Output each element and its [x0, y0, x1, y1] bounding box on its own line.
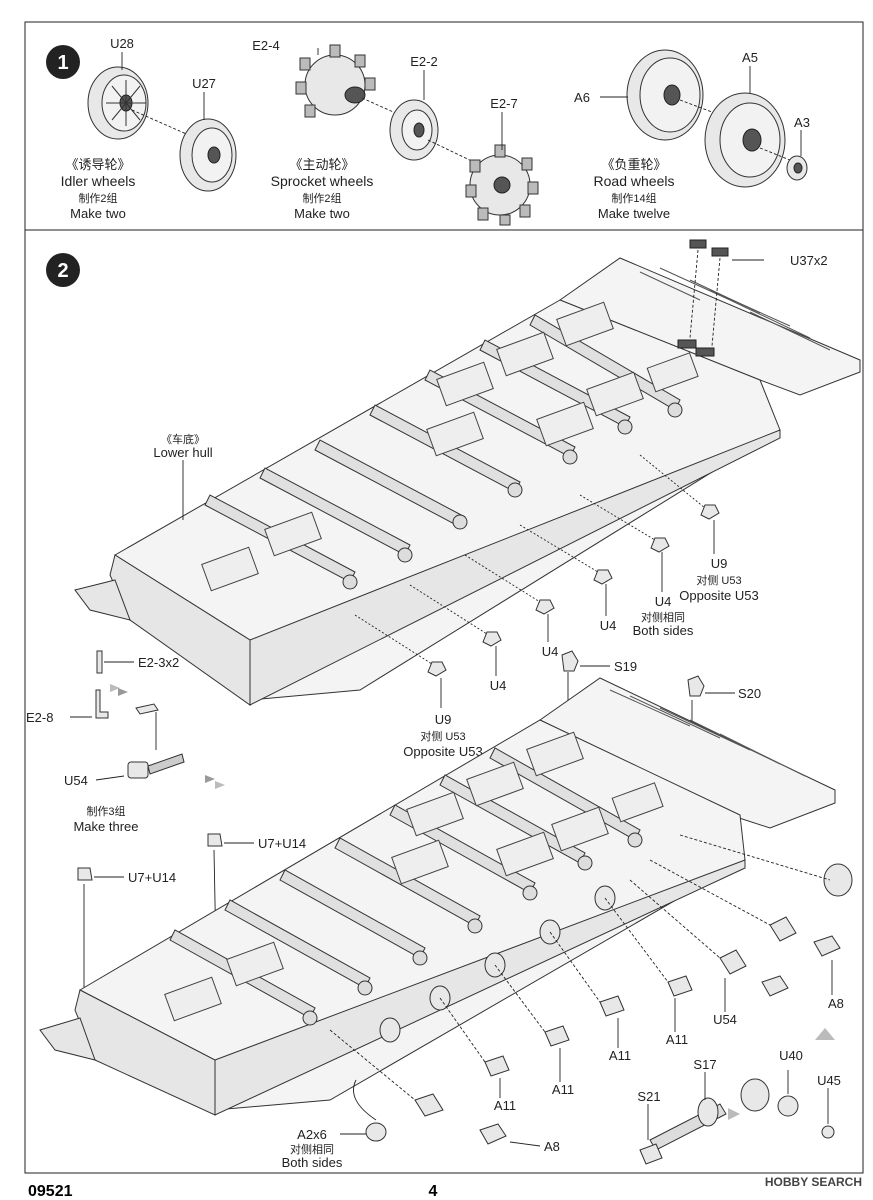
label-u28: U28 [110, 36, 134, 51]
lower-hull-title-zh: 《车底》 [161, 432, 205, 446]
road-title-zh: 《负重轮》 [601, 157, 666, 172]
u54-subassembly [70, 650, 225, 789]
idler-title-zh: 《诱导轮》 [65, 157, 130, 172]
label-a2-zh: 对侧相同 [290, 1142, 334, 1156]
label-u45: U45 [817, 1073, 841, 1088]
sprocket-title-zh: 《主动轮》 [289, 157, 354, 172]
label-u4-c: U4 [542, 644, 559, 659]
label-s19: S19 [614, 659, 637, 674]
sprocket-title-en: Sprocket wheels [271, 173, 374, 189]
label-u4-a: U4 [655, 594, 672, 609]
label-u9-a-zh: 对侧 U53 [696, 573, 741, 587]
label-u40: U40 [779, 1048, 803, 1063]
make-three-en: Make three [73, 819, 138, 834]
sprocket-wheel-diagram [295, 44, 539, 226]
label-s17: S17 [693, 1057, 716, 1072]
s17-s21-u40-u45 [639, 1070, 835, 1165]
step1-badge: 1 [46, 45, 80, 79]
label-a2-en: Both sides [282, 1155, 343, 1170]
label-u54-b: U54 [713, 1012, 737, 1027]
road-qty-en: Make twelve [598, 206, 670, 221]
label-s21: S21 [637, 1089, 660, 1104]
label-u9-a: U9 [711, 556, 728, 571]
kit-code: 09521 [28, 1183, 73, 1200]
label-u9-b-en: Opposite U53 [403, 744, 483, 759]
idler-wheel-diagram [87, 52, 237, 192]
svg-text:1: 1 [57, 52, 68, 74]
label-a8-a: A8 [828, 996, 844, 1011]
label-a11-a: A11 [666, 1032, 688, 1047]
label-a6: A6 [574, 90, 590, 105]
step2-badge: 2 [46, 253, 80, 287]
label-u7-u14-a: U7+U14 [258, 836, 306, 851]
svg-text:2: 2 [57, 260, 68, 282]
idler-qty-en: Make two [70, 206, 126, 221]
label-u27: U27 [192, 76, 216, 91]
label-a8-b: A8 [544, 1139, 560, 1154]
label-a11-c: A11 [552, 1082, 574, 1097]
page-number: 4 [429, 1183, 438, 1200]
label-u4-a-zh: 对侧相同 [641, 610, 685, 624]
road-wheel-diagram [600, 49, 808, 188]
label-u4-b: U4 [600, 618, 617, 633]
u37-parts [677, 239, 764, 357]
label-a11-d: A11 [494, 1098, 516, 1113]
label-u9-b-zh: 对侧 U53 [420, 729, 465, 743]
label-e2-4: E2-4 [252, 38, 279, 53]
label-u7-u14-b: U7+U14 [128, 870, 176, 885]
label-u37: U37x2 [790, 253, 828, 268]
label-u4-d: U4 [490, 678, 507, 693]
road-title-en: Road wheels [594, 173, 675, 189]
step2-frame [24, 229, 864, 1174]
label-a2: A2x6 [297, 1127, 327, 1142]
label-u54-a: U54 [64, 773, 88, 788]
label-s20: S20 [738, 686, 761, 701]
watermark: HOBBY SEARCH [765, 1175, 862, 1189]
label-a5: A5 [742, 50, 758, 65]
lower-hull-upper-view [74, 239, 861, 706]
make-three-zh: 制作3组 [86, 804, 125, 818]
a2-part [353, 1079, 387, 1142]
label-e2-8: E2-8 [26, 710, 53, 725]
label-u9-b: U9 [435, 712, 452, 727]
label-u4-a-en: Both sides [633, 623, 694, 638]
label-u9-a-en: Opposite U53 [679, 588, 759, 603]
label-e2-2: E2-2 [410, 54, 437, 69]
label-a3: A3 [794, 115, 810, 130]
lower-hull-lower-view [39, 677, 853, 1147]
sprocket-qty-en: Make two [294, 206, 350, 221]
lower-hull-title-en: Lower hull [153, 445, 212, 460]
label-e2-3: E2-3x2 [138, 655, 179, 670]
label-e2-7: E2-7 [490, 96, 517, 111]
idler-qty-zh: 制作2组 [78, 191, 117, 205]
sprocket-qty-zh: 制作2组 [302, 191, 341, 205]
road-qty-zh: 制作14组 [611, 191, 656, 205]
idler-title-en: Idler wheels [61, 173, 136, 189]
label-a11-b: A11 [609, 1048, 631, 1063]
